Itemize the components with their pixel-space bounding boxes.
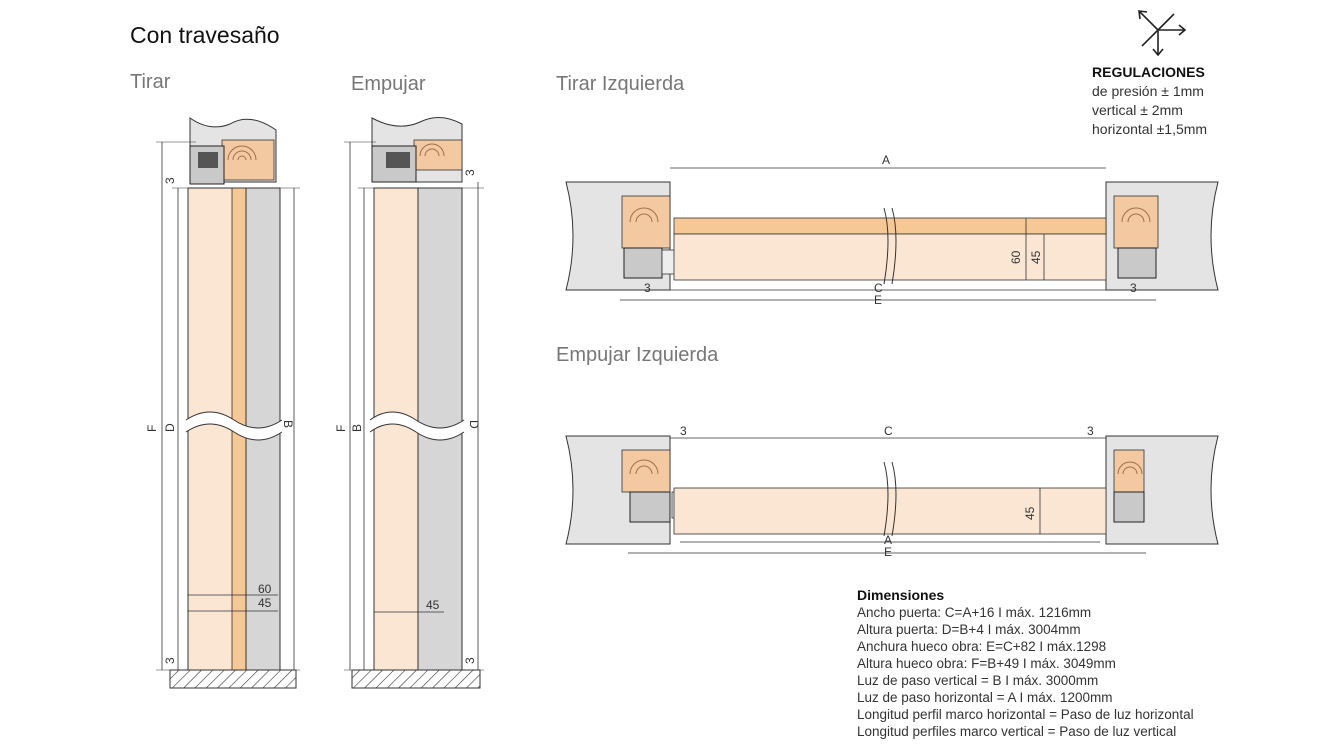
- dimensiones-line: Luz de paso vertical = B I máx. 3000mm: [857, 673, 1099, 688]
- dim-label-a: A: [884, 533, 892, 547]
- dim-label-c: C: [874, 281, 883, 295]
- dimensiones-line: Longitud perfil marco horizontal = Paso …: [857, 707, 1194, 722]
- dim-label-d: D: [163, 423, 177, 432]
- dimensiones-line: Luz de paso horizontal = A I máx. 1200mm: [857, 690, 1113, 705]
- view-title-empujar: Empujar: [351, 73, 426, 95]
- regulaciones-line: horizontal ±1,5mm: [1092, 121, 1208, 137]
- dim-label-e: E: [874, 293, 882, 307]
- adjust-arrows-icon: [1138, 10, 1187, 57]
- dim-label-f: F: [145, 425, 159, 432]
- regulaciones-line: vertical ± 2mm: [1092, 102, 1183, 118]
- dim-label-45: 45: [1029, 250, 1043, 264]
- dim-label-3-top: 3: [163, 177, 177, 184]
- dim-label-3-bottom: 3: [163, 657, 177, 664]
- regulaciones-title: REGULACIONES: [1092, 64, 1205, 80]
- view-title-empujar-izquierda: Empujar Izquierda: [556, 344, 719, 366]
- dim-label-45: 45: [258, 596, 272, 610]
- tirar-izquierda-section: [565, 167, 1219, 301]
- dim-label-3-right: 3: [1130, 281, 1137, 295]
- empujar-izquierda-section: [565, 435, 1219, 554]
- dim-label-3-left: 3: [680, 424, 687, 438]
- regulaciones-line: de presión ± 1mm: [1092, 83, 1204, 99]
- dim-label-3-right: 3: [1087, 424, 1094, 438]
- regulaciones-block: REGULACIONES de presión ± 1mm vertical ±…: [1092, 63, 1207, 139]
- dim-label-c: C: [884, 424, 893, 438]
- dimensiones-line: Ancho puerta: C=A+16 I máx. 1216mm: [857, 605, 1092, 620]
- dimensiones-line: Anchura hueco obra: E=C+82 I máx.1298: [857, 639, 1107, 654]
- dimensiones-line: Longitud perfiles marco vertical = Paso …: [857, 724, 1177, 739]
- dim-label-b: B: [350, 424, 364, 432]
- dimensiones-title: Dimensiones: [857, 587, 945, 603]
- dim-label-3-top: 3: [463, 169, 477, 176]
- dim-label-60: 60: [1009, 250, 1023, 264]
- empujar-section: [344, 117, 484, 689]
- dim-label-d: D: [467, 420, 481, 429]
- view-title-tirar-izquierda: Tirar Izquierda: [556, 73, 685, 95]
- dim-label-3-bottom: 3: [463, 657, 477, 664]
- tirar-section: [156, 117, 300, 689]
- dimensiones-line: Altura puerta: D=B+4 I máx. 3004mm: [857, 622, 1081, 637]
- dim-label-45: 45: [426, 598, 440, 612]
- dimensiones-block: Dimensiones Ancho puerta: C=A+16 I máx. …: [857, 587, 1194, 740]
- dim-label-f: F: [334, 425, 348, 432]
- dimensiones-line: Altura hueco obra: F=B+49 I máx. 3049mm: [857, 656, 1116, 671]
- dim-label-b: B: [281, 420, 295, 428]
- page-title: Con travesaño: [130, 22, 280, 48]
- dim-label-60: 60: [258, 582, 272, 596]
- dim-label-e: E: [884, 545, 892, 559]
- view-title-tirar: Tirar: [130, 71, 171, 93]
- dim-label-45: 45: [1023, 506, 1037, 520]
- dim-label-3-left: 3: [644, 281, 651, 295]
- dim-label-a: A: [882, 153, 890, 167]
